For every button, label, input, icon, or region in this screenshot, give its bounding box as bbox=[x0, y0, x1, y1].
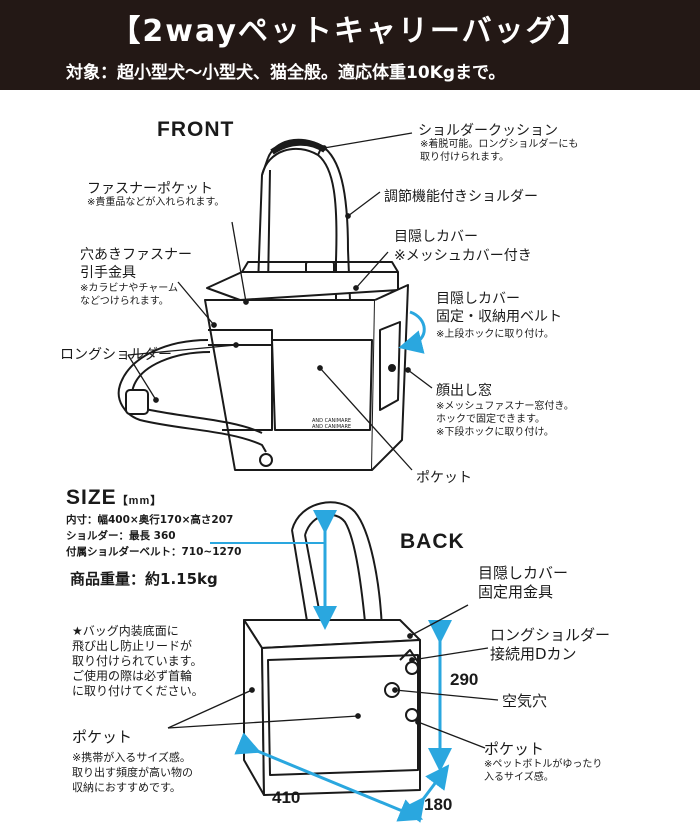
front-heading: FRONT bbox=[157, 118, 235, 141]
dimension-width: 410 bbox=[272, 788, 301, 807]
page-title: 【2wayペットキャリーバッグ】 bbox=[110, 14, 590, 49]
label-zipper-pocket: ファスナーポケット bbox=[87, 181, 213, 197]
note-zipper-pocket: ※貴重品などが入れられます。 bbox=[87, 197, 225, 208]
back-heading: BACK bbox=[400, 530, 465, 553]
label-adjustable-shoulder: 調節機能付きショルダー bbox=[384, 189, 538, 205]
size-note: ★バッグ内装底面に飛び出し防止リードが取り付けられています。ご使用の際は必ず首輪… bbox=[72, 624, 204, 698]
label-blind-belt: 目隠しカバー固定・収納用ベルト bbox=[436, 291, 562, 325]
header-banner: 【2wayペットキャリーバッグ】 対象：超小型犬〜小型犬、猫全般。適応体重10K… bbox=[0, 0, 700, 90]
product-weight: 商品重量：約1.15kg bbox=[70, 570, 218, 588]
note-back-pocket-left: ※携帯が入るサイズ感。取り出す頻度が高い物の収納におすすめです。 bbox=[72, 751, 193, 794]
note-hole-zipper: ※カラビナやチャームなどつけられます。 bbox=[80, 283, 178, 307]
label-long-shoulder: ロングショルダー bbox=[60, 347, 172, 363]
back-leader-lines bbox=[167, 604, 499, 749]
note-blind-belt: ※上段ホックに取り付け。 bbox=[436, 329, 554, 340]
back-dimension-arrows bbox=[210, 510, 452, 823]
label-front-pocket: ポケット bbox=[416, 470, 472, 486]
note-shoulder-cushion: ※着脱可能。ロングショルダーにも取り付けられます。 bbox=[420, 139, 579, 163]
page-subtitle: 対象：超小型犬〜小型犬、猫全般。適応体重10Kgまで。 bbox=[66, 63, 506, 83]
label-back-pocket-left: ポケット bbox=[72, 728, 133, 746]
front-bag-drawing bbox=[117, 138, 409, 471]
label-face-window: 顔出し窓 bbox=[436, 383, 492, 399]
label-long-shoulder-ring: ロングショルダー接続用Dカン bbox=[490, 626, 611, 663]
label-blind-fitting: 目隠しカバー固定用金具 bbox=[478, 564, 569, 601]
belt-arrow bbox=[398, 310, 426, 354]
front-logo-text-1: AND CANIMARE bbox=[312, 418, 351, 424]
front-leader-lines bbox=[127, 132, 433, 471]
label-blind-cover: 目隠しカバー※メッシュカバー付き bbox=[394, 229, 532, 264]
label-shoulder-cushion: ショルダークッション bbox=[418, 123, 558, 139]
back-bag-drawing bbox=[243, 501, 421, 796]
front-logo-text-2: AND CANIMARE bbox=[312, 424, 351, 430]
label-back-pocket-right: ポケット bbox=[484, 740, 545, 758]
label-air-hole: 空気穴 bbox=[502, 692, 548, 710]
dimension-depth: 180 bbox=[424, 795, 453, 814]
size-heading: SIZE【mm】 bbox=[66, 486, 163, 509]
note-face-window: ※メッシュファスナー窓付き。ホックで固定できます。※下段ホックに取り付け。 bbox=[436, 401, 574, 438]
label-hole-zipper: 穴あきファスナー引手金具 bbox=[80, 247, 192, 281]
dimension-height: 290 bbox=[450, 670, 479, 689]
note-back-pocket-right: ※ペットボトルがゆったり入るサイズ感。 bbox=[484, 759, 603, 783]
